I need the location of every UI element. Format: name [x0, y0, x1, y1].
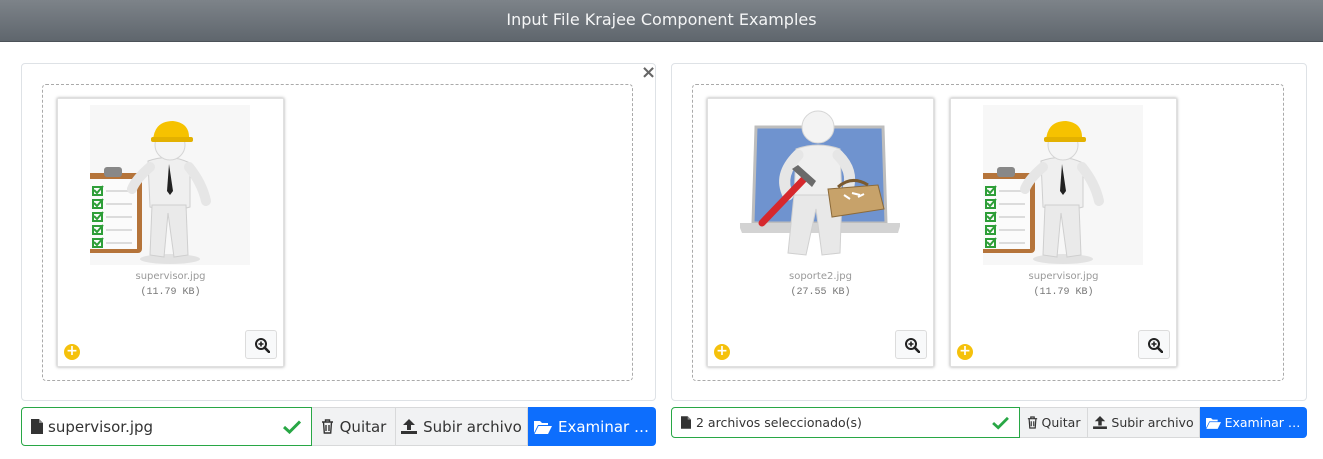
file-thumbnail[interactable]: supervisor.jpg (11.79 KB) +: [950, 98, 1177, 367]
upload-icon: [1093, 416, 1108, 429]
zoom-in-icon: [1147, 337, 1164, 354]
drop-zone-right[interactable]: soporte2.jpg (27.55 KB) + supervisor.jpg…: [692, 84, 1284, 381]
page-title: Input File Krajee Component Examples: [506, 10, 817, 29]
upload-button[interactable]: Subir archivo: [396, 407, 528, 446]
zoom-in-icon: [904, 337, 921, 354]
remove-label: Quitar: [1041, 415, 1081, 430]
remove-label: Quitar: [339, 417, 387, 436]
file-thumbnail[interactable]: supervisor.jpg (11.79 KB) +: [57, 98, 284, 367]
browse-label: Examinar …: [558, 417, 649, 436]
file-icon: [31, 419, 43, 434]
upload-label: Subir archivo: [423, 417, 522, 436]
trash-icon: [1027, 416, 1037, 429]
file-icon: [681, 416, 691, 429]
plus-circle-icon[interactable]: +: [957, 344, 973, 360]
remove-button[interactable]: Quitar: [1020, 407, 1088, 438]
file-size: (11.79 KB): [140, 287, 201, 298]
support-image: [740, 105, 900, 265]
file-name: soporte2.jpg: [789, 271, 852, 282]
upload-button[interactable]: Subir archivo: [1088, 407, 1200, 438]
folder-open-icon: [1205, 417, 1221, 429]
browse-label: Examinar …: [1224, 415, 1301, 430]
zoom-in-icon: [254, 337, 271, 354]
file-caption[interactable]: supervisor.jpg: [21, 407, 312, 446]
file-size: (11.79 KB): [1033, 287, 1094, 298]
file-input-group-right: 2 archivos seleccionado(s) Quitar Subir …: [671, 407, 1307, 438]
close-icon[interactable]: ×: [641, 62, 657, 83]
file-preview-panel-right: soporte2.jpg (27.55 KB) + supervisor.jpg…: [671, 63, 1307, 401]
zoom-button[interactable]: [895, 330, 927, 359]
remove-button[interactable]: Quitar: [312, 407, 396, 446]
file-thumbnail[interactable]: soporte2.jpg (27.55 KB) +: [707, 98, 934, 367]
file-size: (27.55 KB): [790, 287, 851, 298]
check-icon: [283, 419, 301, 434]
folder-open-icon: [534, 420, 553, 434]
zoom-button[interactable]: [245, 330, 277, 359]
file-caption[interactable]: 2 archivos seleccionado(s): [671, 407, 1020, 438]
browse-button[interactable]: Examinar …: [1200, 407, 1307, 438]
caption-text: supervisor.jpg: [48, 417, 154, 436]
zoom-button[interactable]: [1138, 330, 1170, 359]
upload-icon: [401, 419, 418, 434]
file-name: supervisor.jpg: [1028, 271, 1099, 282]
supervisor-image: [983, 105, 1143, 265]
browse-button[interactable]: Examinar …: [528, 407, 656, 446]
upload-label: Subir archivo: [1111, 415, 1194, 430]
check-icon: [992, 416, 1009, 429]
caption-text: 2 archivos seleccionado(s): [696, 415, 862, 430]
supervisor-image: [90, 105, 250, 265]
drop-zone-left[interactable]: supervisor.jpg (11.79 KB) +: [42, 84, 633, 381]
file-input-group-left: supervisor.jpg Quitar Subir archivo Exam…: [21, 407, 656, 446]
app-title-bar: Input File Krajee Component Examples: [0, 0, 1323, 42]
file-preview-panel-left: × supervisor.jpg (11.79 KB) +: [21, 63, 656, 401]
plus-circle-icon[interactable]: +: [714, 344, 730, 360]
trash-icon: [321, 419, 333, 434]
file-name: supervisor.jpg: [135, 271, 206, 282]
plus-circle-icon[interactable]: +: [64, 344, 80, 360]
